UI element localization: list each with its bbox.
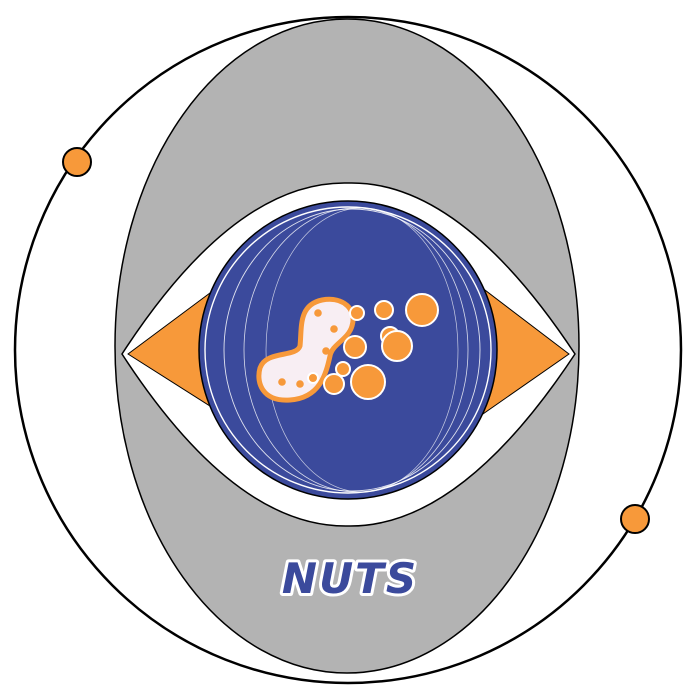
orbit-dot-bottom-right [620, 504, 650, 534]
orbit-ring [13, 15, 683, 685]
logo-wordmark: NUTS [282, 554, 418, 603]
nut-dot-cluster [307, 293, 439, 400]
peanut-icon [256, 296, 356, 403]
orbit-dot-top-left [62, 147, 92, 177]
